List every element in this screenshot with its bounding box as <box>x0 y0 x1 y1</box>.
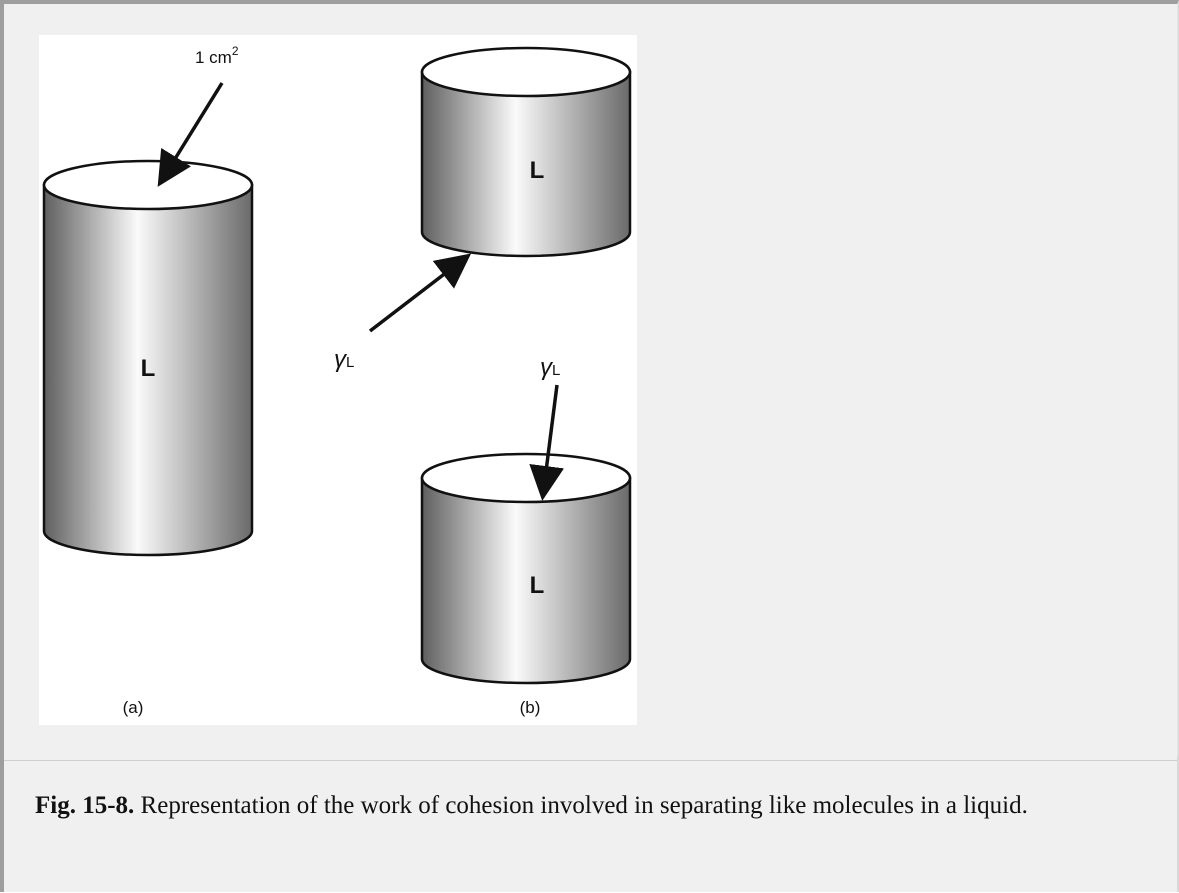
cylinder-a-label: L <box>141 355 156 382</box>
gamma-arrow-lower <box>529 384 565 501</box>
cylinder-a <box>42 159 254 557</box>
panel-a-label: (a) <box>123 698 144 717</box>
gamma-arrow-upper <box>368 253 472 333</box>
figure-number: Fig. 15-8. <box>35 792 135 819</box>
panel-b-label: (b) <box>520 698 541 717</box>
gamma-label-left: γL <box>334 346 354 373</box>
area-arrow <box>157 82 224 187</box>
area-exponent: 2 <box>232 44 239 58</box>
figure-caption: Fig. 15-8. Representation of the work of… <box>35 789 1035 823</box>
caption-text: Representation of the work of cohesion i… <box>134 792 1028 819</box>
cylinder-b-top-label: L <box>530 157 545 184</box>
cylinder-b-top <box>420 46 632 258</box>
cylinder-b-bottom-label: L <box>530 572 545 599</box>
cohesion-diagram: 1 cm2 L L L γL γL (a) (b) <box>39 35 637 725</box>
area-label: 1 cm2 <box>195 44 239 67</box>
cylinder-b-bottom <box>420 452 632 685</box>
figure-cell <box>4 4 1178 756</box>
caption-cell <box>4 760 1177 893</box>
gamma-label-right: γL <box>540 354 560 381</box>
